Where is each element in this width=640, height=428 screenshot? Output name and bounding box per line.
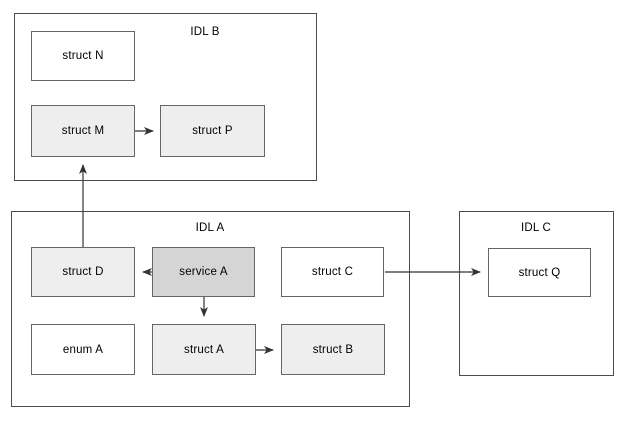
container-idl-a[interactable] bbox=[11, 211, 410, 407]
node-struct-c[interactable]: struct C bbox=[281, 247, 384, 297]
container-label-idl-c: IDL C bbox=[521, 222, 551, 234]
node-struct-a[interactable]: struct A bbox=[152, 324, 256, 375]
node-struct-d[interactable]: struct D bbox=[31, 247, 135, 297]
node-enum-a[interactable]: enum A bbox=[31, 324, 135, 375]
node-struct-b[interactable]: struct B bbox=[281, 324, 385, 375]
node-service-a[interactable]: service A bbox=[152, 247, 255, 297]
container-label-idl-a: IDL A bbox=[195, 222, 225, 234]
node-struct-q[interactable]: struct Q bbox=[488, 248, 591, 297]
node-struct-p[interactable]: struct P bbox=[160, 105, 265, 157]
container-label-idl-b: IDL B bbox=[190, 26, 220, 38]
node-struct-n[interactable]: struct N bbox=[31, 31, 135, 81]
node-struct-m[interactable]: struct M bbox=[31, 105, 135, 157]
